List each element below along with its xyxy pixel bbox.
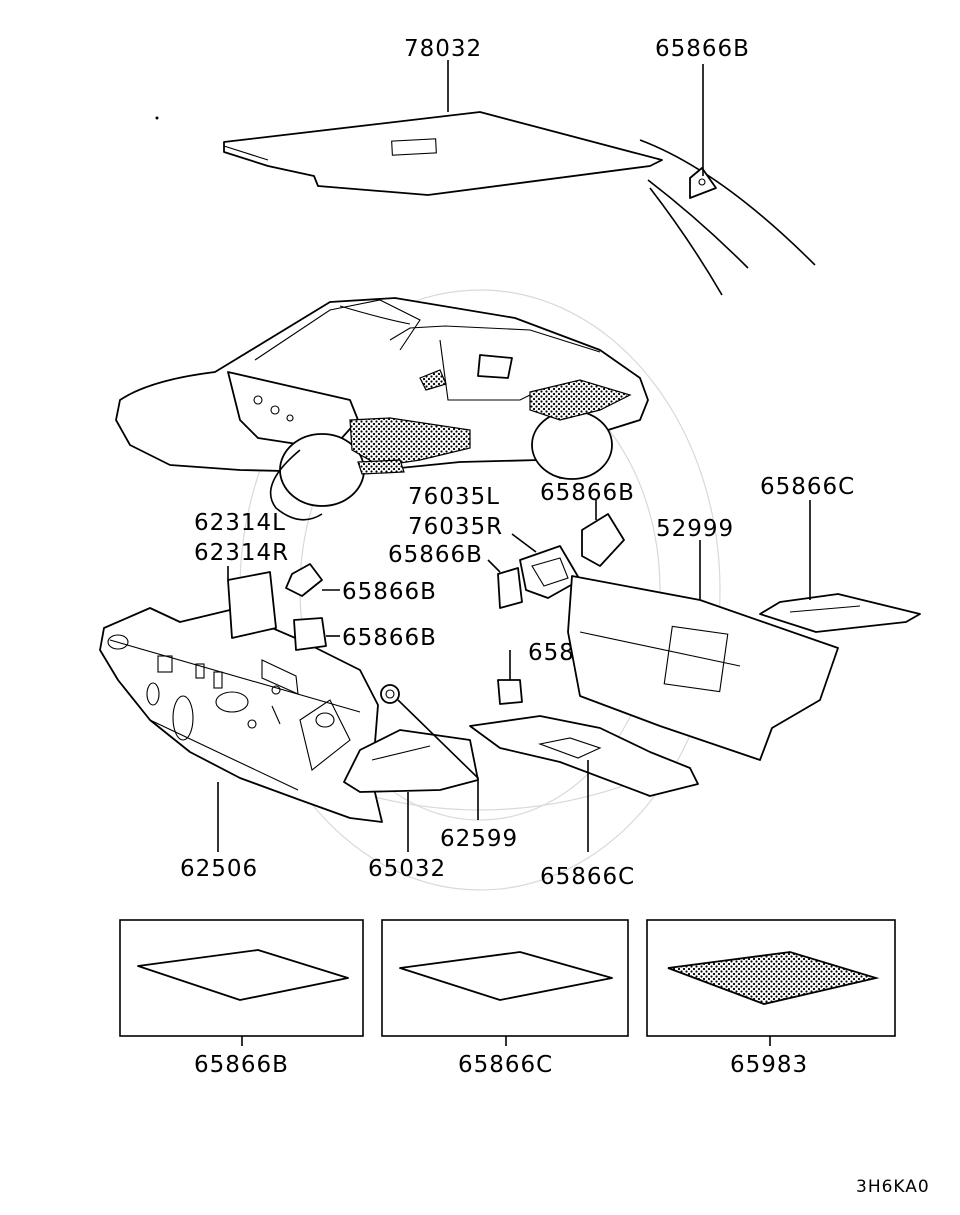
label-65866B-m1: 65866B xyxy=(342,579,437,605)
label-65866B-c2: 65866B xyxy=(540,480,635,506)
legend-box-1 xyxy=(119,919,364,1046)
diagram-code: 3H6KA0 xyxy=(856,1177,930,1197)
legend-label-3: 65983 xyxy=(730,1052,808,1078)
pad-65866B-a xyxy=(285,563,323,597)
pad-65866B-m3 xyxy=(497,679,523,705)
label-65866B-m2: 65866B xyxy=(342,625,437,651)
label-62314L: 62314L xyxy=(194,510,286,536)
label-65866C-r: 65866C xyxy=(760,474,855,500)
label-65032: 65032 xyxy=(368,856,446,882)
label-76035L: 76035L xyxy=(408,484,500,510)
label-62314R: 62314R xyxy=(194,540,289,566)
legend-label-2: 65866C xyxy=(458,1052,553,1078)
headliner-part xyxy=(223,60,663,196)
label-76035R: 76035R xyxy=(408,514,503,540)
rear-panel-52999 xyxy=(567,540,839,761)
boot-76035 xyxy=(511,533,581,599)
roof-pillar xyxy=(639,64,816,296)
pad-65866B-b xyxy=(293,617,327,651)
tray-mat-65866C xyxy=(759,500,921,633)
pad-65866B-c1 xyxy=(497,567,523,609)
label-65866C-b: 65866C xyxy=(540,864,635,890)
pad-62314 xyxy=(227,571,277,639)
label-62599: 62599 xyxy=(440,826,518,852)
grommet-62599 xyxy=(380,684,479,820)
car-body-illustration xyxy=(115,297,649,521)
dash-panel-part xyxy=(99,607,383,852)
label-78032: 78032 xyxy=(404,36,482,62)
speck xyxy=(155,116,159,120)
legend-box-2 xyxy=(381,919,629,1046)
label-65866B-top: 65866B xyxy=(655,36,750,62)
label-52999: 52999 xyxy=(656,516,734,542)
pad-65866B-c2 xyxy=(581,513,625,567)
legend-box-3 xyxy=(646,919,896,1046)
floor-mat-65866C xyxy=(469,715,699,852)
label-65866B-c1: 65866B xyxy=(388,542,483,568)
label-62506: 62506 xyxy=(180,856,258,882)
legend-label-1: 65866B xyxy=(194,1052,289,1078)
